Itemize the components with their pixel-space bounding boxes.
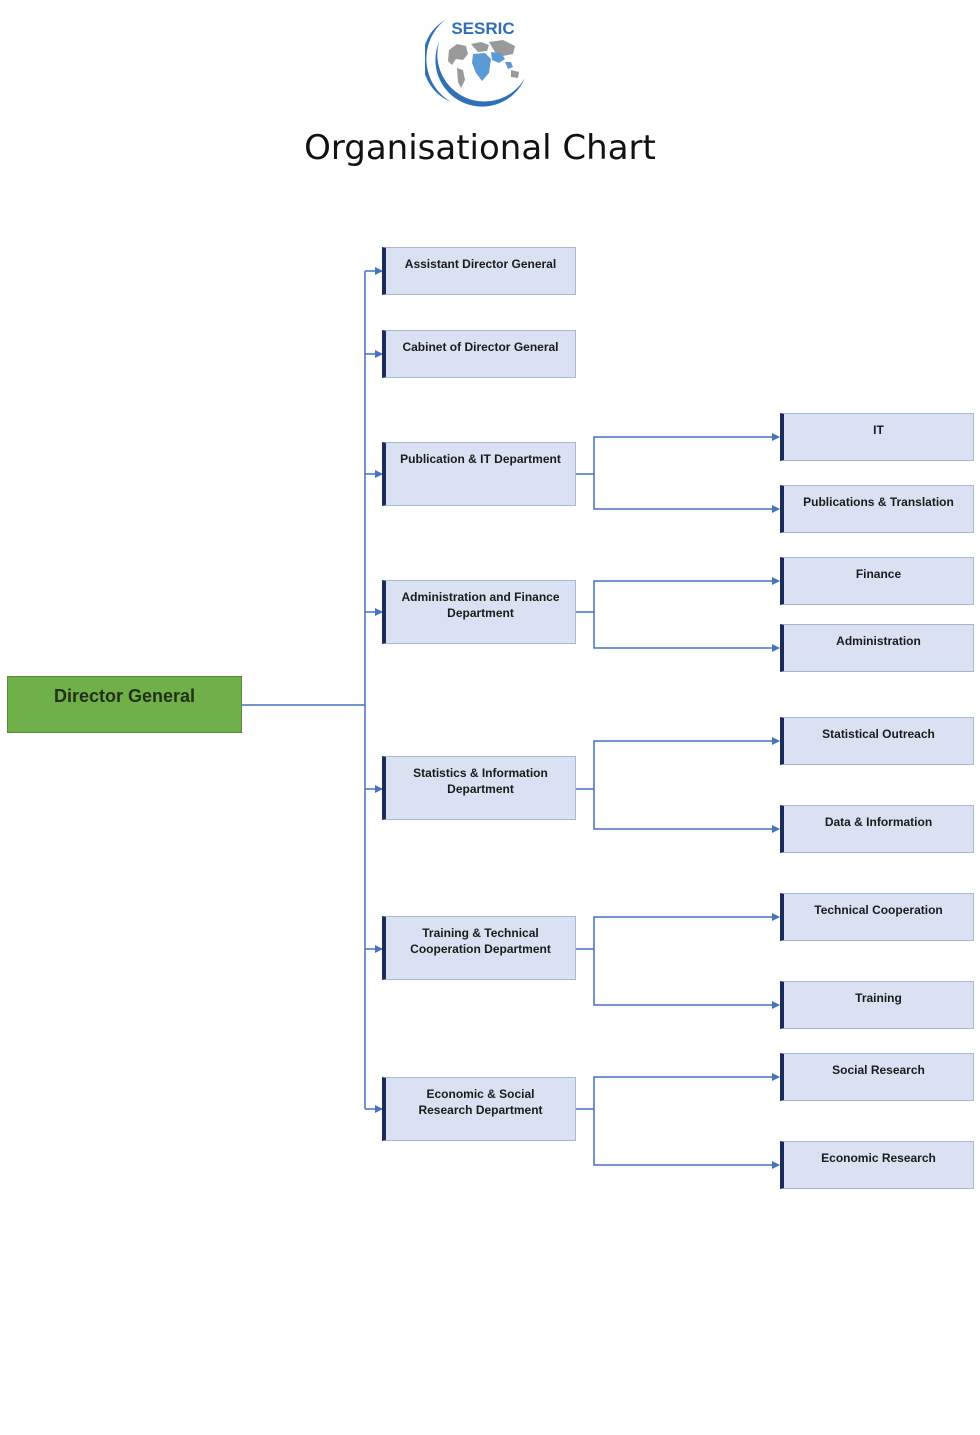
page-title: Organisational Chart <box>304 128 656 168</box>
connector-unit-publications <box>593 474 780 513</box>
connector-unit-social <box>576 1073 780 1110</box>
connector-unit-economic <box>593 1109 780 1169</box>
dept-publication-it: Publication & IT Department <box>382 442 576 506</box>
connector-unit-techcoop <box>576 913 780 950</box>
unit-training: Training <box>780 981 974 1029</box>
connector-unit-training <box>593 949 780 1009</box>
unit-statistical-outreach: Statistical Outreach <box>780 717 974 765</box>
dept-economic-social-research: Economic & Social Research Department <box>382 1077 576 1141</box>
dept-administration-finance: Administration and Finance Department <box>382 580 576 644</box>
sesric-logo: SESRIC <box>425 6 535 112</box>
unit-it: IT <box>780 413 974 461</box>
connector-unit-data <box>593 789 780 833</box>
unit-economic-research: Economic Research <box>780 1141 974 1189</box>
unit-social-research: Social Research <box>780 1053 974 1101</box>
unit-administration: Administration <box>780 624 974 672</box>
dept-statistics-information: Statistics & Information Department <box>382 756 576 820</box>
unit-data-information: Data & Information <box>780 805 974 853</box>
connector-unit-it <box>576 433 780 475</box>
connector-unit-outreach <box>576 737 780 790</box>
logo-text: SESRIC <box>451 19 514 38</box>
connector-unit-administration <box>593 612 780 652</box>
director-general-box: Director General <box>7 676 242 733</box>
unit-publications-translation: Publications & Translation <box>780 485 974 533</box>
connector-unit-finance <box>576 577 780 613</box>
dept-assistant-director-general: Assistant Director General <box>382 247 576 295</box>
unit-finance: Finance <box>780 557 974 605</box>
dept-cabinet-of-director-general: Cabinet of Director General <box>382 330 576 378</box>
dept-training-technical-cooperation: Training & Technical Cooperation Departm… <box>382 916 576 980</box>
globe-crescent-icon: SESRIC <box>425 14 525 107</box>
unit-technical-cooperation: Technical Cooperation <box>780 893 974 941</box>
